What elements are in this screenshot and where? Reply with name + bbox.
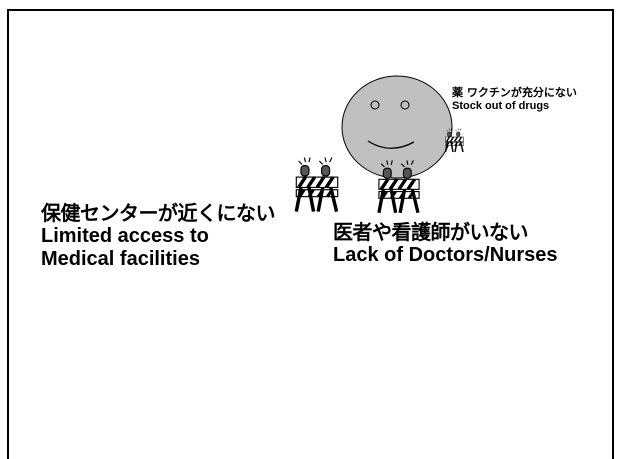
slide [7, 9, 614, 459]
roadblock-icon [294, 154, 340, 214]
stock-out-en: Stock out of drugs [452, 99, 550, 112]
stock-out-label: 薬 ワクチンが充分にない Stock out of drugs [452, 86, 577, 112]
lack-of-staff-jp: 医者や看護師がいない [333, 220, 528, 244]
stock-out-jp: 薬 ワクチンが充分にない [452, 86, 577, 99]
lack-of-staff-label: 医者や看護師がいない Lack of Doctors/Nurses [333, 221, 558, 267]
limited-access-label: 保健センターが近くにない Limited access to Medical f… [41, 201, 276, 271]
lack-of-staff-en: Lack of Doctors/Nurses [333, 244, 558, 266]
smiley-face-icon [341, 75, 453, 179]
limited-access-en-line2: Medical facilities [41, 248, 200, 270]
limited-access-jp: 保健センターが近くにない [41, 201, 276, 225]
limited-access-en-line1: Limited access to [41, 225, 209, 247]
roadblock-icon [372, 157, 426, 215]
roadblock-icon [443, 127, 466, 153]
